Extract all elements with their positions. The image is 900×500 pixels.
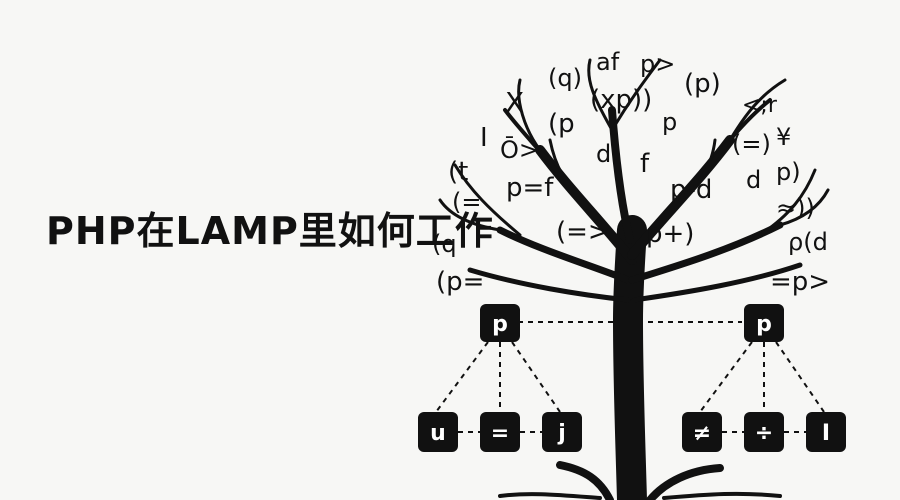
glyph: p — [662, 108, 677, 136]
glyph: ρ(d — [788, 228, 828, 256]
node-right-child: I — [806, 412, 846, 452]
node-connectors — [435, 321, 825, 433]
glyph: (xp)) — [590, 85, 652, 115]
glyph: p=f — [506, 173, 554, 203]
glyph: (p) — [684, 69, 721, 99]
glyph: ¥ — [776, 123, 791, 151]
glyph: ≈)) — [776, 194, 815, 222]
node-label: ÷ — [755, 421, 773, 446]
node-label: I — [822, 421, 830, 446]
node-label: p — [492, 312, 508, 337]
node-left-child: = — [480, 412, 520, 452]
node-label: ≠ — [693, 421, 711, 446]
node-right-child: ≠ — [682, 412, 722, 452]
glyph: p+) — [646, 219, 694, 249]
node-label: j — [557, 421, 566, 446]
glyph: <;r — [742, 93, 778, 118]
node-left-parent: p — [480, 304, 520, 342]
glyph: (q) — [548, 64, 582, 92]
glyph: (p — [548, 109, 575, 139]
glyph: (q — [432, 230, 457, 258]
glyph: f — [640, 149, 650, 179]
glyph: p) — [776, 158, 801, 186]
glyph: af — [596, 48, 620, 76]
glyph: d — [746, 166, 761, 194]
node-label: p — [756, 312, 772, 337]
headline-title: PHP在LAMP里如何工作 — [46, 209, 494, 253]
node-left-child: j — [542, 412, 582, 452]
glyph: (= — [452, 188, 481, 216]
node-right-child: ÷ — [744, 412, 784, 452]
node-left-child: u — [418, 412, 458, 452]
glyph: (=> — [556, 217, 610, 247]
glyph: (t — [448, 157, 468, 187]
glyph: (=) — [732, 130, 771, 158]
glyph: Ō> — [500, 135, 539, 164]
node-label: u — [430, 421, 446, 446]
tree-glyphs: (q) af p> (p) X (xp)) <;r (p p I d f (=)… — [432, 48, 830, 297]
glyph: p> — [640, 50, 675, 78]
glyph: X — [505, 86, 524, 119]
glyph: d — [596, 140, 611, 168]
glyph: (p= — [436, 267, 484, 297]
node-right-parent: p — [744, 304, 784, 342]
tree-trunk — [438, 58, 830, 500]
glyph: p-d — [670, 175, 712, 205]
glyph: I — [480, 123, 488, 153]
glyph: =p> — [770, 267, 830, 297]
node-label: = — [491, 421, 509, 446]
